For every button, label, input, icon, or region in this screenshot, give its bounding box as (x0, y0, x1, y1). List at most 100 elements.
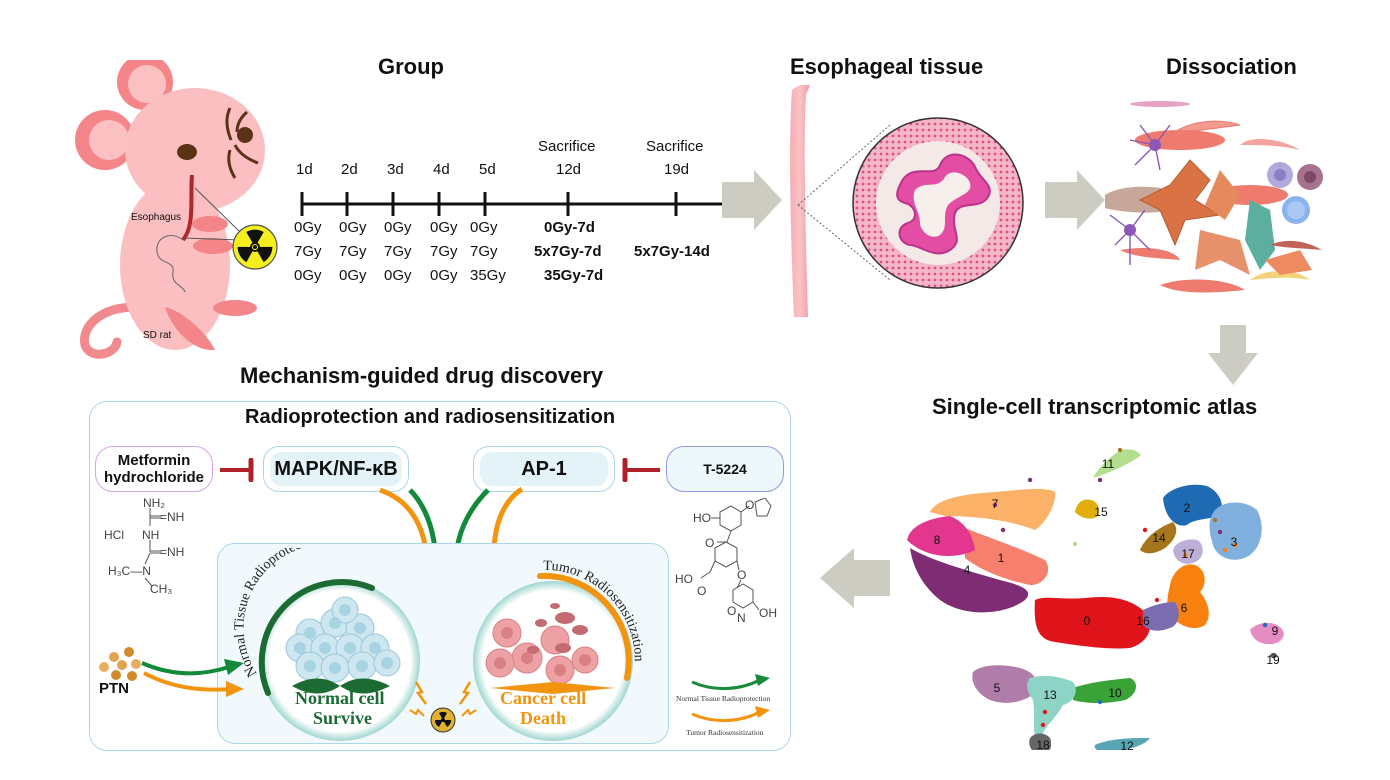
metformin-structure: NH₂ =NH HCl NH =NH H₃C—N CH₃ (100, 496, 190, 596)
cancer-cell-line2: Death (520, 708, 566, 728)
chem-h3c: H₃C—N (108, 564, 151, 578)
umap-cluster-16 (1143, 602, 1179, 631)
umap-cluster-label: 2 (1183, 501, 1191, 515)
dose-cell: 0Gy (430, 219, 458, 236)
ap1-pathway[interactable]: AP-1 (473, 446, 615, 492)
metformin-line1: Metformin (117, 452, 191, 469)
umap-cluster-label: 19 (1266, 653, 1280, 667)
umap-cluster-label: 3 (1230, 535, 1238, 549)
umap-cell-point (1072, 541, 1078, 547)
umap-cluster-19 (1270, 652, 1277, 659)
mapk-nfkb-label: MAPK/NF-κB (270, 452, 402, 486)
umap-cell-point (1000, 527, 1006, 533)
umap-cluster-14 (1140, 522, 1177, 554)
metformin-drug[interactable]: Metformin hydrochloride (95, 446, 213, 492)
dissociation-title: Dissociation (1166, 54, 1297, 79)
chem-o-ring: O (727, 604, 737, 618)
dose-cell: 0Gy (384, 267, 412, 284)
umap-cluster-5 (972, 665, 1037, 703)
t5224-drug[interactable]: T-5224 (666, 446, 784, 492)
umap-cell-point (1154, 597, 1160, 603)
umap-cluster-3 (1209, 502, 1262, 560)
dose-cell: 7Gy (339, 243, 367, 260)
umap-scatter (907, 447, 1284, 756)
umap-cluster-10 (1073, 678, 1137, 703)
dose-cell: 0Gy (294, 219, 322, 236)
umap-cluster-4 (910, 548, 1029, 613)
umap-cluster-12 (1094, 738, 1150, 752)
dose-cell: 0Gy (470, 219, 498, 236)
chem-ch3: CH₃ (150, 582, 173, 596)
dose-cell: 0Gy (384, 219, 412, 236)
ptn-particles (99, 647, 244, 697)
chem-n-ring: N (737, 611, 746, 625)
umap-cell-point (1097, 477, 1103, 483)
flow-arrow-right-1 (722, 170, 782, 230)
umap-cluster-label: 5 (993, 681, 1001, 695)
chem-nh-b: NH (142, 528, 160, 542)
esophagus-label: Esophagus (131, 212, 182, 223)
normal-cell-line1: Normal cell (295, 688, 385, 708)
umap-cluster-label: 12 (1120, 739, 1134, 753)
umap-cluster-label: 17 (1181, 547, 1195, 561)
histology-section-icon (790, 84, 1024, 317)
umap-cluster-15 (1075, 499, 1099, 519)
dose-cell: 7Gy (470, 243, 498, 260)
umap-cluster-11 (1093, 449, 1141, 478)
chem-o-ether: O (745, 498, 755, 512)
flow-arrow-down (1208, 325, 1258, 385)
esophagus-histology (770, 84, 1030, 320)
umap-cluster-label: 11 (1101, 457, 1115, 471)
ptn-label[interactable]: PTN (99, 680, 129, 697)
group-label-12d: 5x7Gy-7d (534, 243, 602, 260)
sacrifice-label: Sacrifice (538, 138, 596, 155)
umap-cell-point (1027, 477, 1033, 483)
legend-tumor-label: Tumor Radiosensitization (686, 728, 764, 737)
tumor-circle: Tumor Radiosensitization (473, 559, 646, 741)
umap-cell-point (1097, 699, 1103, 705)
group-title: Group (378, 54, 444, 79)
sd-rat-label: SD rat (143, 330, 172, 341)
normal-cell-line2: Survive (313, 708, 373, 728)
flow-arrow-right-2 (1045, 170, 1105, 230)
umap-cell-point (1142, 527, 1148, 533)
umap-cluster-label: 13 (1043, 688, 1057, 702)
umap-cluster-13 (1027, 675, 1076, 738)
drug-panel-subtitle: Radioprotection and radiosensitization (245, 406, 616, 428)
ptn-green-arrow (141, 661, 230, 676)
timeline-day-label: 12d (556, 161, 582, 178)
t5224-structure: HO O O HO O O O N OH (675, 498, 777, 625)
cells-icon (1105, 101, 1323, 293)
umap-cell-point (1117, 447, 1123, 453)
chem-o-ketone: O (705, 536, 715, 550)
umap-cluster-label: 0 (1083, 614, 1091, 628)
chem-ho-acid: HO (675, 572, 693, 586)
legend-normal-label: Normal Tissue Radioprotection (676, 694, 771, 703)
group-label-12d: 0Gy-7d (544, 219, 595, 236)
timeline-day-label: 2d (341, 161, 358, 178)
umap-cluster-7 (930, 488, 1056, 530)
chem-nh2: NH₂ (143, 496, 165, 510)
radiation-hazard-icon (232, 224, 278, 270)
orange-arrow-left (379, 487, 429, 551)
legend-green-arrow (691, 678, 761, 691)
ptn-orange-arrow (143, 671, 233, 692)
umap-cluster-2 (1163, 484, 1222, 526)
umap-cell-point (1262, 622, 1268, 628)
radiation-lightning (409, 681, 477, 733)
timeline-day-label: 1d (296, 161, 313, 178)
umap-cell-point (1217, 529, 1223, 535)
chem-nh-a: =NH (160, 510, 185, 524)
esophageal-tissue-title: Esophageal tissue (790, 54, 984, 79)
ap1-label: AP-1 (480, 452, 608, 486)
mapk-nfkb-pathway[interactable]: MAPK/NF-κB (263, 446, 409, 492)
dose-cell: 7Gy (294, 243, 322, 260)
t5224-label: T-5224 (703, 460, 747, 477)
legend: Normal Tissue Radioprotection Tumor Radi… (670, 672, 788, 742)
dose-cell: 35Gy (470, 267, 506, 284)
dose-cell: 0Gy (430, 267, 458, 284)
dose-cell: 0Gy (294, 267, 322, 284)
umap-cell-point (1222, 547, 1228, 553)
